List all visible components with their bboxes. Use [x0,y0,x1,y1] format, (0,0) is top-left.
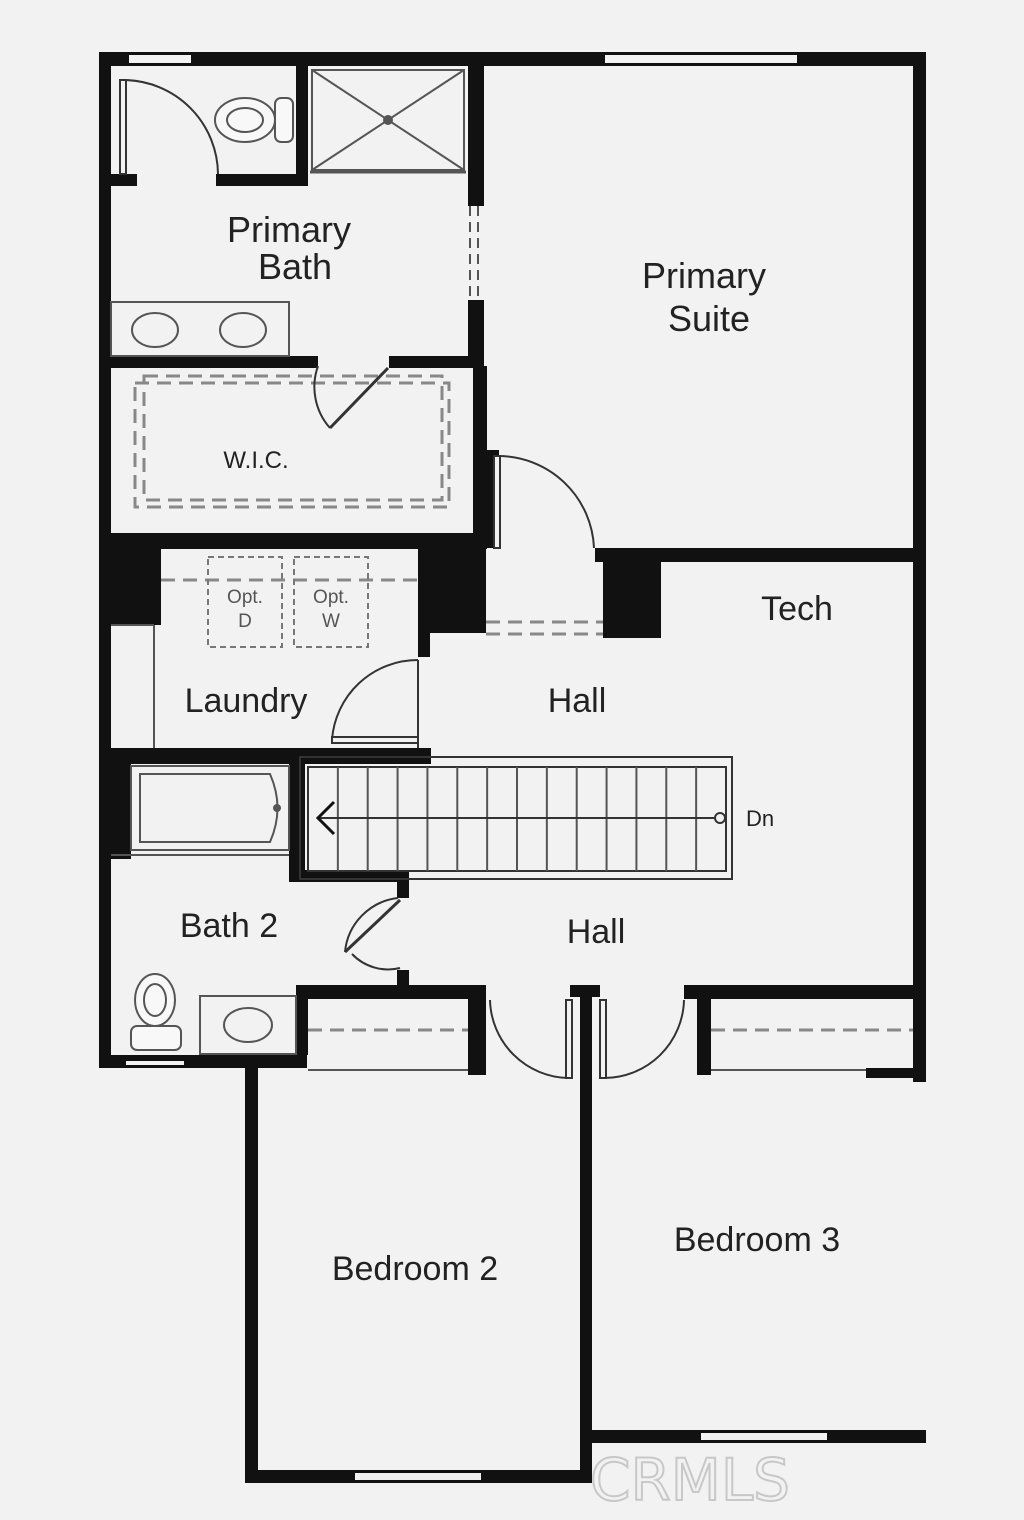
shower-icon [310,69,466,174]
room-label-hall-lower: Hall [567,913,626,951]
fixture-label-dryer-line1: Opt. [227,587,263,608]
fixture-label-dryer-line2: D [238,611,252,632]
room-label-bedroom-3: Bedroom 3 [674,1221,840,1259]
room-label-primary-bath-line2: Bath [258,246,332,287]
stair-arrow-icon [315,800,336,836]
room-label-primary-suite-line1: Primary [642,255,766,296]
room-label-primary-suite-line2: Suite [668,298,750,339]
toilet-icon [214,97,294,143]
watermark: CRMLS [590,1446,790,1514]
closet-rods [111,206,866,1071]
stair-direction-label: Dn [746,806,774,831]
staircase [299,756,733,880]
room-label-bath-2: Bath 2 [180,907,278,945]
room-label-wic: W.I.C. [223,447,288,474]
optional-dryer-icon [207,556,283,648]
room-label-bedroom-2: Bedroom 2 [332,1250,498,1288]
closet-shelves [133,374,913,1032]
room-label-primary-bath-line1: Primary [227,209,351,250]
bathtub-icon [130,765,290,851]
room-label-tech: Tech [761,590,833,628]
optional-washer-icon [293,556,369,648]
doors [119,79,685,1079]
windows [124,53,829,1482]
room-label-laundry: Laundry [185,682,308,720]
stair-start-marker [714,812,726,824]
toilet-icon [130,973,182,1051]
fixture-label-washer-line1: Opt. [313,587,349,608]
sink-icon [199,995,297,1055]
fixture-label-washer-line2: W [322,611,340,632]
room-label-hall-upper: Hall [548,682,607,720]
double-vanity-icon [110,301,290,357]
